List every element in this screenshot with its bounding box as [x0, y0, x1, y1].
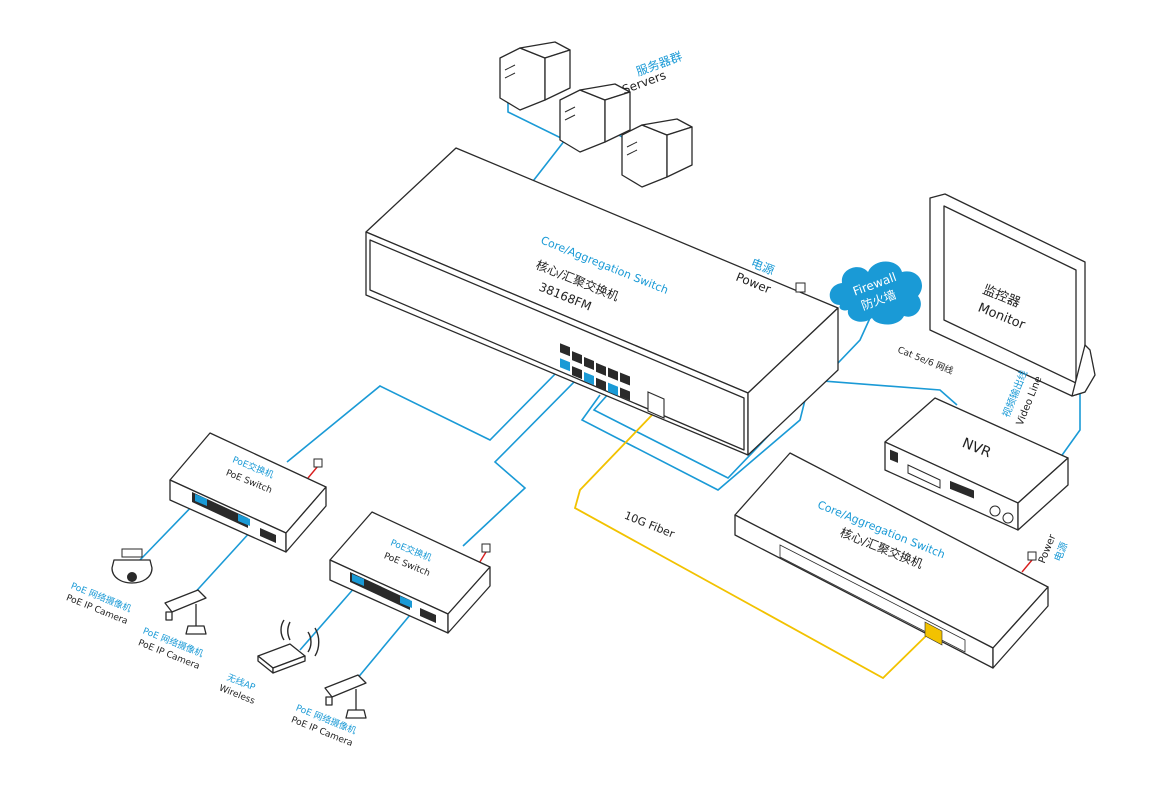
dome-camera: PoE 网络摄像机 PoE IP Camera: [65, 548, 153, 627]
server-2: [559, 83, 631, 153]
cable-core-poe-right: [462, 375, 581, 547]
power-socket-icon: [313, 458, 323, 468]
power-socket-icon: [481, 543, 491, 553]
bullet-camera-icon: [324, 674, 367, 698]
power-cord-poe-left: [307, 465, 319, 479]
fiber-label: 10G Fiber: [622, 509, 676, 541]
firewall-cloud: Firewall 防火墙: [829, 261, 923, 325]
poe-switch-left: PoE交换机 PoE Switch: [169, 432, 327, 553]
core-switch-main: Core/Aggregation Switch 核心/汇聚交换机 38168FM…: [365, 147, 839, 456]
nvr-cable-label: Cat 5e/6 网线: [896, 344, 955, 377]
cable-poe-bullet-right: [355, 614, 411, 681]
monitor: 监控器 Monitor: [929, 193, 1096, 397]
cloud-icon: [829, 261, 923, 325]
wifi-wave-icon: [280, 619, 285, 641]
servers-group: 服务器群 Servers: [499, 41, 693, 188]
poe-switch-right: PoE交换机 PoE Switch: [329, 511, 491, 634]
server-1: [499, 41, 571, 111]
core-switch-second: Core/Aggregation Switch 核心/汇聚交换机 Power 电…: [734, 452, 1071, 669]
server-3: [621, 118, 693, 188]
cable-poe-dome: [139, 499, 199, 561]
cable-poe-bullet-left: [189, 529, 253, 599]
cable-core-poe-left: [286, 363, 566, 463]
cable-core-nvr: [580, 379, 958, 491]
cable-core-firewall: [592, 317, 871, 479]
power-socket-icon: [1027, 551, 1037, 561]
bullet-camera-icon: [164, 589, 207, 613]
power-socket-icon: [795, 282, 806, 293]
dome-camera-icon: [111, 559, 153, 584]
cable-poe-ap: [299, 585, 357, 651]
wireless-ap: 无线AP Wireless: [217, 619, 320, 707]
fiber-10g: [573, 414, 931, 680]
power-cord-core-second: [1021, 559, 1033, 573]
nvr: NVR Cat 5e/6 网线 视频输出线 Video Line: [884, 344, 1069, 531]
core-main-ports: [560, 343, 665, 419]
bullet-camera-left: PoE 网络摄像机 PoE IP Camera: [137, 589, 207, 672]
bullet-camera-right: PoE 网络摄像机 PoE IP Camera: [290, 674, 367, 749]
